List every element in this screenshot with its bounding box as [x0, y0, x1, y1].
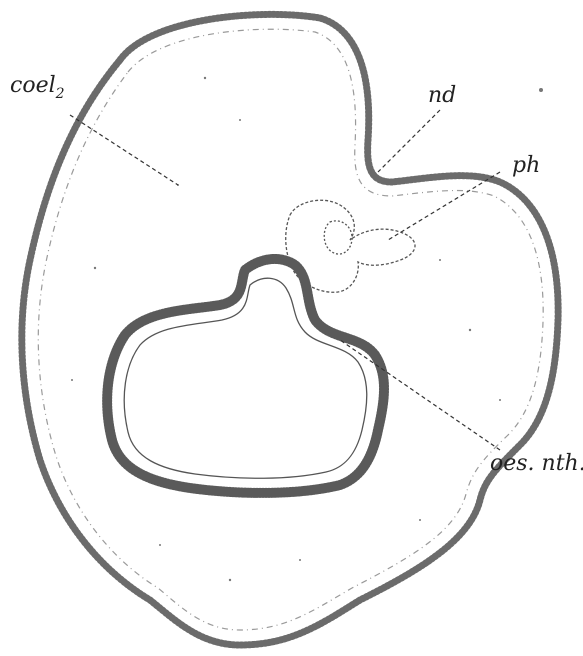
label-ph: ph	[512, 153, 540, 178]
label-oes-nth: oes. nth.	[490, 451, 583, 476]
leader-nd	[378, 110, 440, 172]
label-coel-main: coel	[10, 73, 56, 98]
leader-lines	[70, 110, 500, 450]
labels: coel2 nd ph oes. nth.	[10, 73, 583, 476]
coelom-stipple	[71, 77, 543, 581]
label-coel-sub: 2	[55, 86, 65, 102]
leader-oes	[340, 340, 500, 450]
outer-body-wall	[22, 14, 558, 645]
label-coel: coel2	[10, 73, 65, 102]
leader-coel	[70, 115, 178, 185]
label-nd: nd	[428, 83, 456, 108]
gut-loop	[107, 259, 384, 493]
